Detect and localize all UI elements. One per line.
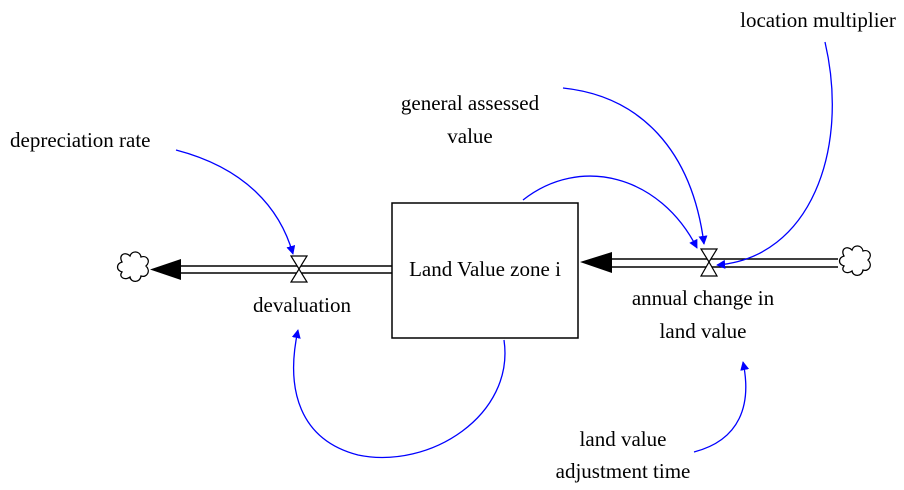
adjustment-time-label-line1[interactable]: land value (580, 427, 667, 451)
link-stock-to-annual-change (522, 175, 698, 249)
link-assessed-to-annual-change (562, 87, 708, 245)
adjustment-time-label-line2[interactable]: adjustment time (556, 459, 691, 483)
stock-box[interactable] (391, 202, 579, 339)
link-adjustment-to-annual-change (693, 361, 750, 453)
devaluation-label[interactable]: devaluation (253, 293, 351, 317)
outflow-pipe (150, 259, 392, 280)
outflow-arrowhead (150, 259, 181, 280)
sink-cloud-icon (116, 251, 149, 283)
annual-change-label-line2[interactable]: land value (660, 319, 747, 343)
link-stock-to-devaluation (291, 329, 506, 459)
annual-change-label-line1[interactable]: annual change in (632, 286, 775, 310)
annual-change-valve-icon[interactable] (699, 248, 719, 277)
location-multiplier-label[interactable]: location multiplier (740, 8, 896, 32)
inflow-arrowhead (580, 252, 612, 273)
devaluation-valve-icon[interactable] (289, 255, 309, 283)
causal-links (175, 41, 833, 459)
link-multiplier-to-annual-change (716, 41, 833, 269)
depreciation-rate-label[interactable]: depreciation rate (10, 128, 151, 152)
link-depreciation-to-devaluation (175, 149, 296, 255)
source-cloud-icon (838, 245, 871, 277)
stock-label: Land Value zone i (409, 257, 561, 281)
general-assessed-value-label-line1[interactable]: general assessed (401, 91, 540, 115)
general-assessed-value-label-line2[interactable]: value (447, 124, 492, 148)
